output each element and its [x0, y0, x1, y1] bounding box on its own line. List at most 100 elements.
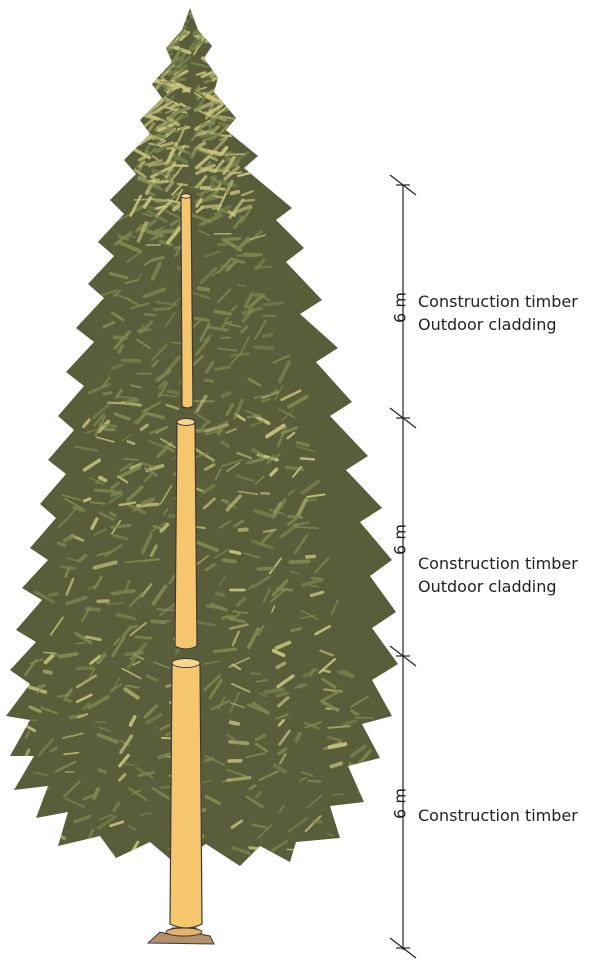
foliage-stroke — [289, 516, 302, 517]
foliage-stroke — [119, 236, 127, 238]
foliage-stroke — [343, 825, 349, 833]
foliage-stroke — [215, 649, 236, 651]
foliage-stroke — [223, 393, 230, 396]
foliage-stroke — [245, 254, 262, 255]
foliage-stroke — [202, 3, 206, 13]
foliage-stroke — [173, 25, 176, 32]
foliage-stroke — [155, 309, 169, 310]
foliage-stroke — [226, 239, 240, 240]
foliage-stroke — [0, 855, 3, 862]
foliage-stroke — [143, 97, 162, 100]
foliage-stroke — [252, 294, 264, 295]
foliage-stroke — [179, 3, 190, 10]
foliage-stroke — [290, 561, 308, 562]
foliage-stroke — [255, 267, 271, 268]
foliage-stroke — [152, 182, 168, 183]
foliage-stroke — [205, 759, 212, 761]
foliage-stroke — [171, 16, 186, 19]
segment-3-use-1: Construction timber — [418, 804, 578, 827]
foliage-stroke — [177, 27, 185, 30]
foliage-stroke — [308, 781, 320, 782]
segment-2-use-2: Outdoor cladding — [418, 575, 578, 598]
foliage-stroke — [49, 594, 57, 595]
segment-2-length: 6 m — [391, 520, 410, 560]
foliage-stroke — [42, 829, 57, 833]
foliage-stroke — [218, 88, 238, 91]
log-middle — [175, 421, 197, 650]
foliage-stroke — [66, 859, 78, 861]
foliage-stroke — [300, 685, 306, 687]
foliage-stroke — [65, 699, 71, 701]
foliage-stroke — [367, 796, 375, 805]
stump — [148, 928, 214, 944]
foliage-stroke — [117, 397, 136, 398]
foliage-stroke — [123, 360, 139, 361]
foliage-stroke — [4, 772, 19, 779]
foliage-stroke — [224, 560, 235, 562]
foliage-stroke — [158, 53, 172, 54]
foliage-stroke — [333, 794, 345, 795]
foliage-stroke — [202, 206, 220, 208]
foliage-stroke — [356, 832, 361, 840]
foliage-stroke — [78, 668, 94, 669]
foliage-stroke — [215, 312, 230, 314]
foliage-stroke — [13, 823, 26, 830]
foliage-stroke — [306, 500, 316, 501]
foliage-stroke — [145, 314, 155, 315]
foliage-stroke — [287, 849, 308, 850]
foliage-stroke — [195, 35, 215, 37]
foliage-stroke — [263, 316, 275, 317]
foliage-stroke — [238, 285, 245, 286]
foliage-stroke — [192, 151, 195, 157]
foliage-stroke — [264, 303, 283, 305]
foliage-stroke — [156, 60, 169, 66]
foliage-stroke — [135, 199, 156, 200]
foliage-stroke — [84, 499, 90, 501]
foliage-stroke — [231, 722, 238, 724]
foliage-stroke — [160, 82, 177, 83]
foliage-stroke — [175, 247, 181, 248]
segment-1-use-2: Outdoor cladding — [418, 313, 578, 336]
foliage-stroke — [199, 24, 212, 25]
foliage-stroke — [10, 828, 27, 837]
foliage-stroke — [178, 184, 187, 185]
foliage-stroke — [240, 530, 247, 531]
foliage-stroke — [201, 855, 214, 857]
foliage-stroke — [255, 347, 273, 348]
foliage-stroke — [197, 17, 210, 19]
foliage-stroke — [168, 391, 178, 393]
foliage-stroke — [350, 764, 361, 770]
foliage-stroke — [193, 5, 204, 16]
foliage-stroke — [100, 478, 106, 481]
foliage-stroke — [232, 192, 239, 194]
foliage-stroke — [258, 568, 274, 569]
foliage-stroke — [264, 335, 272, 337]
segment-3-length: 6 m — [391, 784, 410, 824]
foliage-stroke — [59, 847, 77, 854]
foliage-stroke — [278, 693, 287, 696]
foliage-stroke — [157, 231, 173, 232]
foliage-stroke — [190, 7, 198, 14]
foliage-stroke — [297, 734, 300, 741]
foliage-stroke — [196, 318, 209, 320]
foliage-stroke — [217, 594, 224, 596]
foliage-stroke — [197, 430, 203, 431]
foliage-stroke — [177, 14, 189, 15]
foliage-stroke — [198, 1, 206, 16]
foliage-stroke — [200, 1, 215, 16]
segment-2-uses: Construction timber Outdoor cladding — [418, 552, 578, 598]
foliage-stroke — [115, 337, 126, 338]
foliage-stroke — [125, 858, 137, 873]
foliage-stroke — [158, 67, 171, 69]
foliage-stroke — [204, 28, 213, 29]
foliage-stroke — [178, 20, 186, 21]
foliage-stroke — [127, 400, 136, 402]
foliage-stroke — [244, 200, 255, 201]
foliage-stroke — [107, 603, 123, 605]
foliage-stroke — [217, 83, 224, 87]
foliage-stroke — [138, 504, 158, 506]
foliage-stroke — [205, 380, 213, 381]
foliage-stroke — [201, 30, 212, 32]
foliage-stroke — [21, 806, 41, 812]
